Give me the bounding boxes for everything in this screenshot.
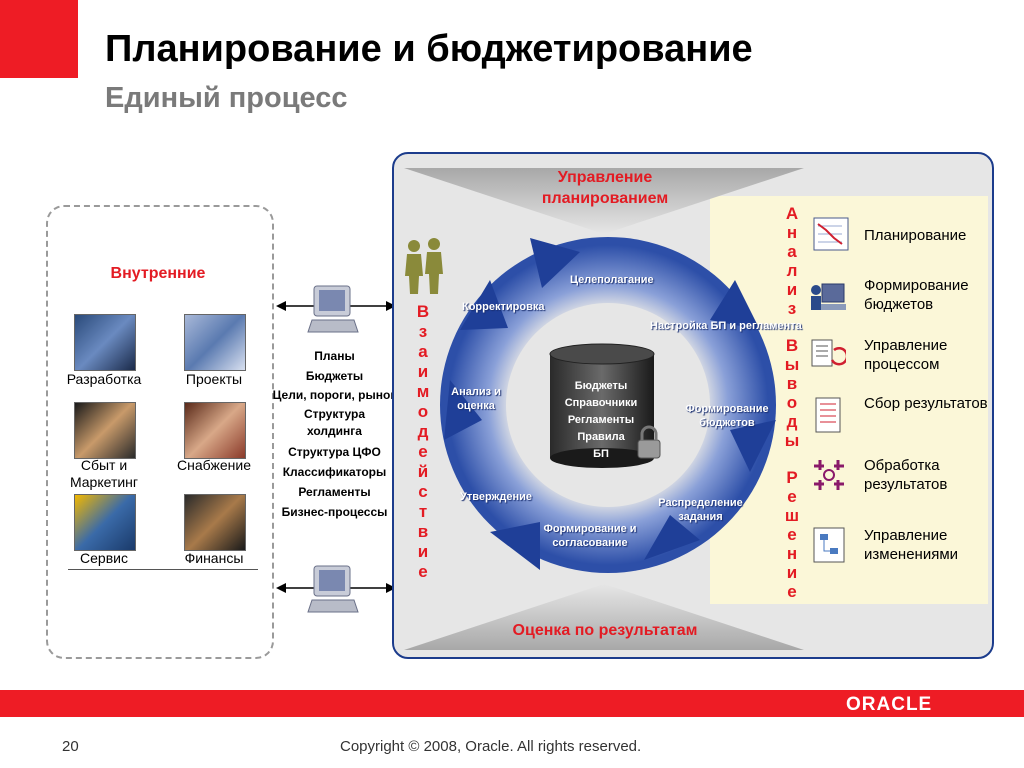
database-cylinder: Бюджеты Справочники Регламенты Правила Б… (548, 378, 654, 463)
list-item: Бизнес-процессы (281, 505, 388, 519)
cycle-forming-approval: Формирование и согласование (543, 523, 637, 549)
bottom-computer-connection (276, 565, 396, 613)
item-planning: Планирование (864, 227, 967, 244)
cycle-goal-setting: Целеполагание (570, 274, 654, 286)
document-cycle-icon (811, 339, 846, 367)
cycle-bp-setup: Настройка БП и регламента (650, 320, 802, 332)
chart-icon (813, 217, 849, 251)
cylinder-item: Правила (577, 431, 625, 443)
handshake-photo (74, 402, 136, 459)
data-list: Планы Бюджеты Цели, пороги, рынок Структ… (262, 346, 407, 522)
page-number: 20 (62, 738, 79, 755)
cycle-analysis: Анализ и оценка (451, 386, 501, 412)
dept-projects: Проекты (185, 371, 243, 387)
copyright: Copyright © 2008, Oracle. All rights res… (340, 738, 642, 755)
cylinder-item: Бюджеты (574, 380, 628, 392)
list-item: Структура ЦФО (288, 445, 381, 459)
computer-user-icon (811, 283, 846, 310)
list-item: Классификаторы (282, 465, 387, 479)
item-results-processing: Обработка результатов (864, 457, 948, 493)
item-change-management: Управление изменениями (864, 527, 959, 563)
cycle-correction: Корректировка (462, 301, 545, 313)
internal-title: Внутренние (110, 265, 206, 282)
item-budget-forming: Формирование бюджетов (864, 277, 969, 313)
list-item: Цели, пороги, рынок (272, 388, 397, 402)
item-results-collection: Сбор результатов (864, 395, 988, 412)
oracle-logo: ORACLE (846, 694, 933, 715)
funnel-shapes (404, 168, 804, 650)
people-icon (405, 238, 443, 294)
footer-bar (0, 690, 1024, 717)
service-photo (74, 494, 136, 551)
projects-photo (184, 314, 246, 371)
top-computer-connection (276, 285, 396, 333)
divider (68, 569, 258, 570)
process-cycle (440, 237, 776, 573)
page-title: Планирование и бюджетирование (105, 28, 753, 70)
item-process-management: Управление процессом (864, 337, 948, 373)
process-arrows-icon (814, 460, 844, 490)
brand-red-block (0, 0, 78, 78)
cycle-task-distribution: Распределение задания (658, 497, 743, 523)
list-item: Структура холдинга (303, 407, 366, 438)
dept-supply: Снабжение (177, 457, 251, 473)
top-label: Управление планированием (541, 169, 669, 207)
cycle-approval: Утверждение (460, 491, 532, 503)
list-item: Регламенты (298, 485, 371, 499)
cylinder-item: Справочники (564, 397, 638, 409)
page-subtitle: Единый процесс (105, 82, 348, 114)
bottom-label: Оценка по результатам (512, 622, 698, 639)
list-item: Бюджеты (305, 369, 364, 383)
dept-sales-marketing: Сбыт и Маркетинг (69, 457, 139, 490)
list-item: Планы (314, 349, 355, 363)
internal-panel (46, 205, 274, 659)
dept-service: Сервис (80, 550, 128, 566)
supply-photo (184, 402, 246, 459)
cylinder-item: БП (593, 448, 609, 460)
flowchart-icon (813, 527, 845, 563)
checklist-icon (815, 397, 841, 433)
cylinder-item: Регламенты (567, 414, 635, 426)
development-photo (74, 314, 136, 371)
dept-development: Разработка (66, 371, 142, 387)
finance-photo (184, 494, 246, 551)
cycle-budget-forming: Формирование бюджетов (685, 403, 769, 429)
dept-finance: Финансы (184, 550, 244, 566)
